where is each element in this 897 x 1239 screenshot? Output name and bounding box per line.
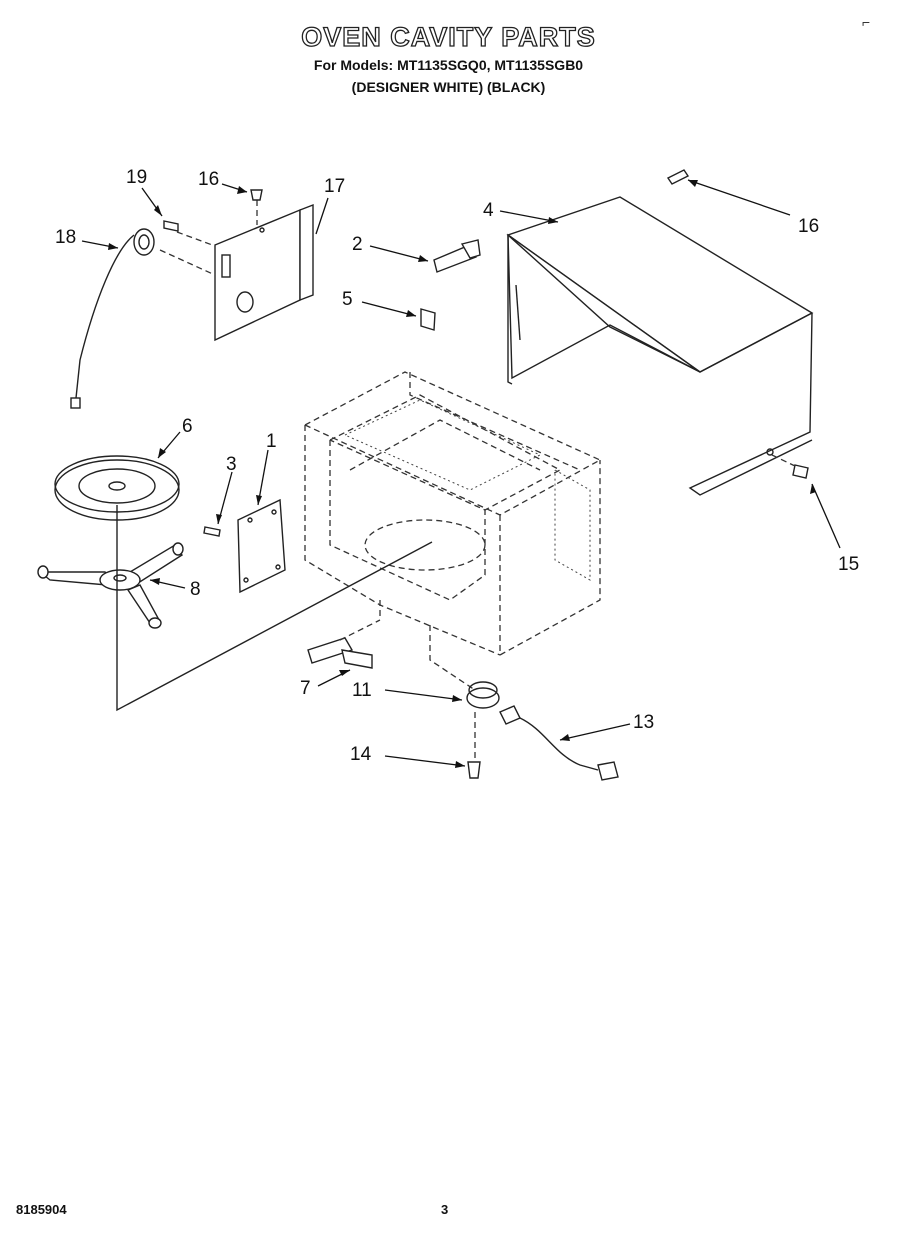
callout-19: 19	[126, 167, 147, 188]
document-number: 8185904	[16, 1202, 67, 1217]
callout-7: 7	[300, 678, 311, 699]
tray-to-shaft-line	[116, 505, 433, 712]
part-8-roller-support	[37, 542, 184, 629]
part-16-screw-right	[666, 169, 690, 185]
callout-1: 1	[266, 431, 277, 452]
part-15-screw	[771, 454, 809, 479]
callout-2: 2	[352, 234, 363, 255]
callout-16-right: 16	[798, 216, 819, 237]
callout-3: 3	[226, 454, 237, 475]
page-title: OVEN CAVITY PARTS	[301, 21, 596, 52]
models-line: For Models: MT1135SGQ0, MT1135SGB0	[313, 57, 584, 73]
callout-15: 15	[838, 554, 859, 575]
part-16-screw-top	[250, 189, 263, 201]
part-18-thermal-fuse	[70, 228, 155, 409]
callout-17: 17	[324, 176, 345, 197]
callout-18: 18	[55, 227, 76, 248]
part-3-screw	[203, 526, 221, 537]
leader-lines	[81, 179, 841, 768]
oven-cavity	[303, 371, 602, 691]
part-1-waveguide-cover	[237, 498, 286, 594]
part-14-screw	[467, 761, 481, 779]
callout-8: 8	[190, 579, 201, 600]
variants-line: (DESIGNER WHITE) (BLACK)	[351, 79, 546, 95]
part-6-glass-tray	[54, 455, 180, 521]
part-4-outer-cabinet	[506, 196, 814, 496]
part-7-bracket	[307, 619, 381, 669]
part-19-screw	[163, 220, 179, 232]
callout-5: 5	[342, 289, 353, 310]
corner-mark: ⌐	[862, 14, 871, 30]
part-17-control-bracket	[159, 200, 314, 342]
part-5-clip	[420, 308, 436, 331]
callout-16-top: 16	[198, 169, 219, 190]
callout-11: 11	[352, 680, 372, 701]
part-2-latch	[433, 239, 481, 273]
callout-14: 14	[350, 744, 372, 765]
callout-13: 13	[633, 712, 654, 733]
callout-4: 4	[483, 200, 494, 221]
part-13-wire-harness	[499, 705, 619, 781]
callout-6: 6	[182, 416, 193, 437]
part-11-turntable-motor	[466, 681, 500, 760]
page-number: 3	[441, 1202, 449, 1217]
